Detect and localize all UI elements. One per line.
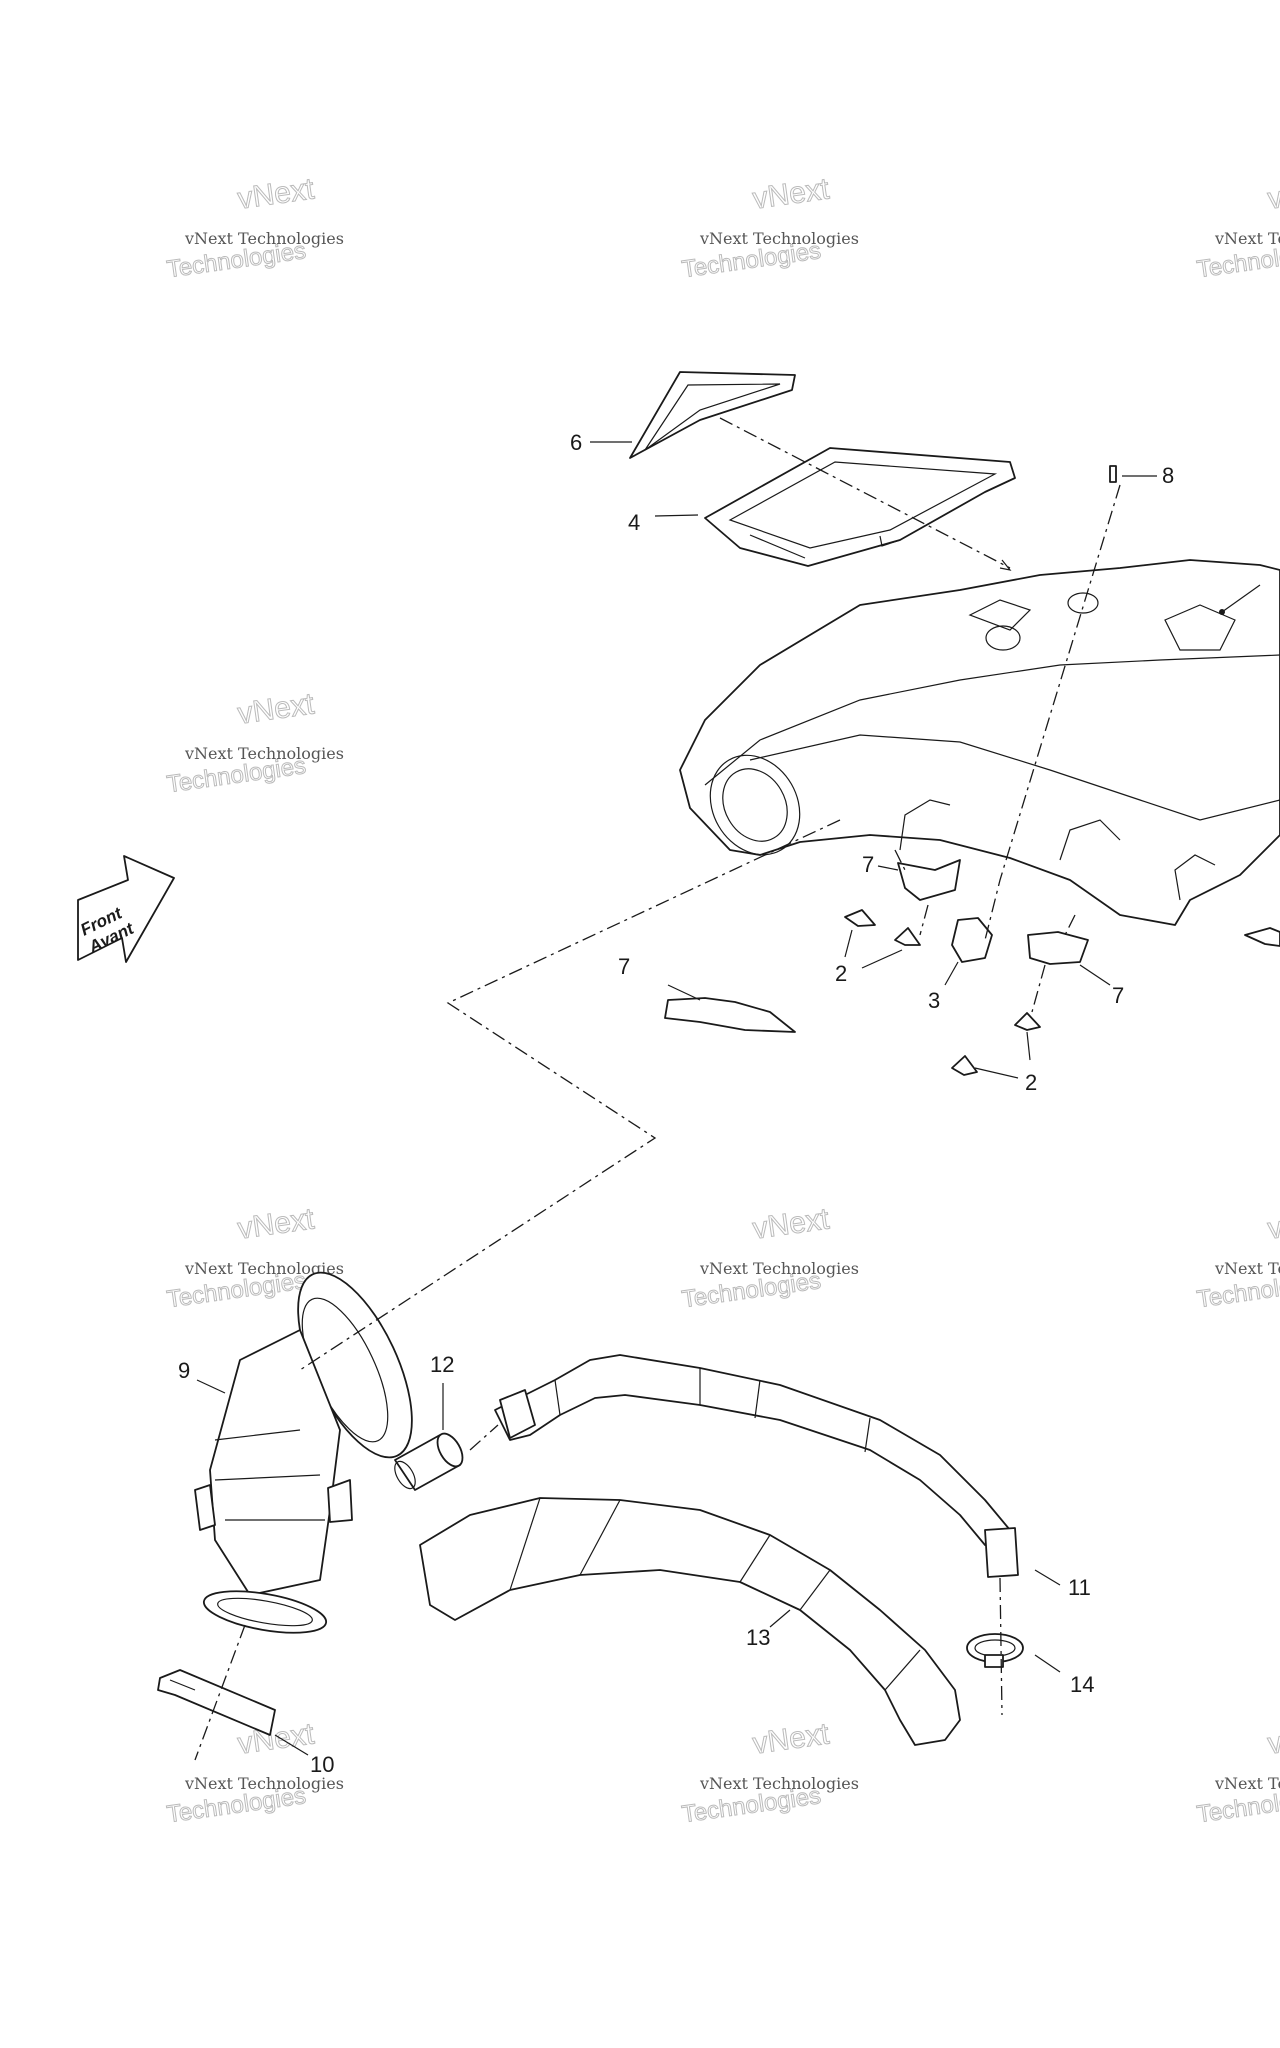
callout-12: 12 [430,1352,454,1377]
watermark: vNext Technologies vNext Technologies [1195,172,1280,284]
svg-text:vNext: vNext [751,1717,832,1760]
svg-text:vNext Technologies: vNext Technologies [699,1774,859,1793]
watermark: vNext Technologies vNext Technologies [1195,1202,1280,1314]
fitting-part-12 [394,1432,464,1491]
callout-3: 3 [928,988,940,1013]
svg-text:vNext: vNext [236,172,317,215]
breather-hose-part-11 [494,1354,1019,1578]
clip-part-2d [951,1055,978,1076]
watermark: vNext Technologies vNext Technologies [1195,1717,1280,1829]
damper-part-3 [951,917,993,963]
svg-text:vNext Technologies: vNext Technologies [184,744,344,763]
foam-part-7c [664,997,796,1033]
svg-text:vNext Technologies: vNext Technologies [699,229,859,248]
clip-part-2a [844,909,876,927]
svg-text:vNext: vNext [751,172,832,215]
airbox-main-part [679,559,1280,926]
svg-text:vNext: vNext [1266,172,1280,215]
watermark: vNext Technologies vNext Technologies [680,1717,859,1829]
svg-text:vNext Technologies: vNext Technologies [1214,229,1280,248]
svg-text:vNext Technologies: vNext Technologies [184,229,344,248]
svg-text:vNext Technologies: vNext Technologies [184,1774,344,1793]
callout-8: 8 [1162,463,1174,488]
gasket-frame-part-6 [629,371,796,459]
callout-7: 7 [862,852,874,877]
watermark: vNext Technologies vNext Technologies [165,687,344,799]
callout-2: 2 [835,961,847,986]
svg-text:vNext Technologies: vNext Technologies [699,1259,859,1278]
callout-9: 9 [178,1358,190,1383]
callout-6: 6 [570,430,582,455]
clip-part-7b [1027,931,1089,965]
svg-text:vNext: vNext [751,1202,832,1245]
intake-boot-part-9 [194,1271,413,1634]
callout-labels: 6 4 8 7 2 3 7 7 2 9 12 11 13 14 10 [178,430,1174,1777]
callout-14: 14 [1070,1672,1094,1697]
svg-text:vNext: vNext [236,1202,317,1245]
svg-text:vNext Technologies: vNext Technologies [1214,1774,1280,1793]
callout-11: 11 [1068,1575,1091,1600]
callout-7: 7 [1112,983,1124,1008]
callout-10: 10 [310,1752,334,1777]
watermark: vNext Technologies vNext Technologies [680,1202,859,1314]
svg-text:vNext: vNext [1266,1202,1280,1245]
callout-4: 4 [628,510,640,535]
large-hose-part-13 [419,1497,961,1746]
assembly-lines [194,417,1121,1761]
watermark: vNext Technologies vNext Technologies [165,172,344,284]
svg-text:vNext: vNext [236,687,317,730]
leader-lines [196,441,1261,1756]
watermark: vNext Technologies vNext Technologies [680,172,859,284]
clip-part-2b [894,927,921,946]
svg-text:vNext: vNext [1266,1717,1280,1760]
clip-part-2c [1014,1012,1041,1031]
callout-13: 13 [746,1625,770,1650]
clip-part-7a [897,859,961,901]
front-arrow-icon: Front Avant [77,855,175,963]
airbox-cover-part-4 [704,447,1016,567]
svg-text:vNext Technologies: vNext Technologies [184,1259,344,1278]
foam-part-right [1244,927,1280,947]
svg-text:vNext Technologies: vNext Technologies [1214,1259,1280,1278]
callout-2: 2 [1025,1070,1037,1095]
clamp-part-14 [966,1633,1024,1668]
callout-7: 7 [618,954,630,979]
pin-part-8 [1109,465,1117,483]
